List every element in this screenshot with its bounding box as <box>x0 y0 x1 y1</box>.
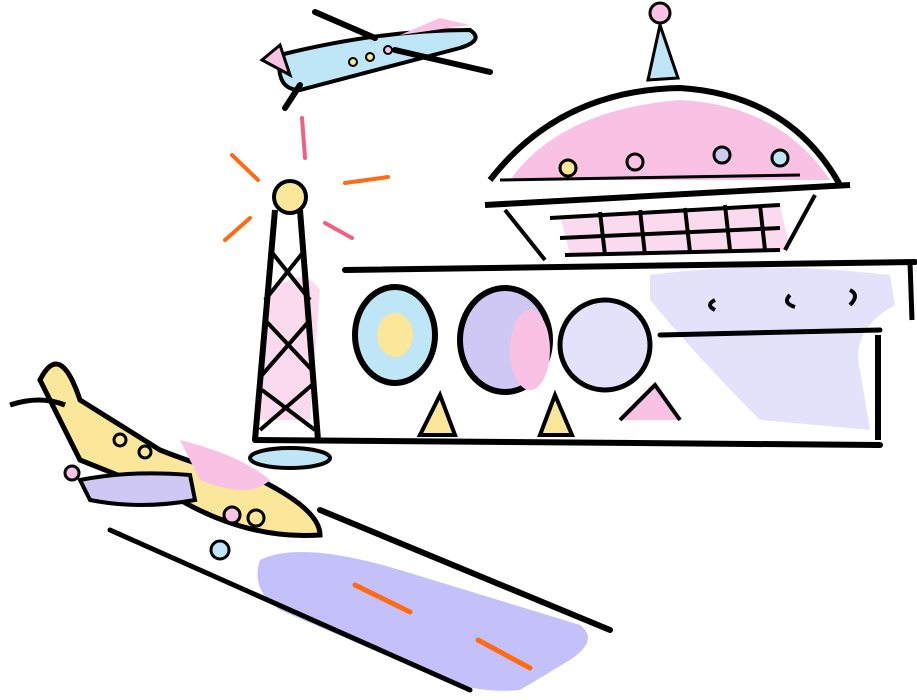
airplane-landing <box>9 361 332 561</box>
radio-antenna <box>223 116 390 441</box>
airplane-flying <box>259 9 493 111</box>
control-tower <box>484 1 851 262</box>
radar-dishes <box>352 284 682 437</box>
terminal-building <box>252 259 917 448</box>
runway <box>107 507 613 693</box>
